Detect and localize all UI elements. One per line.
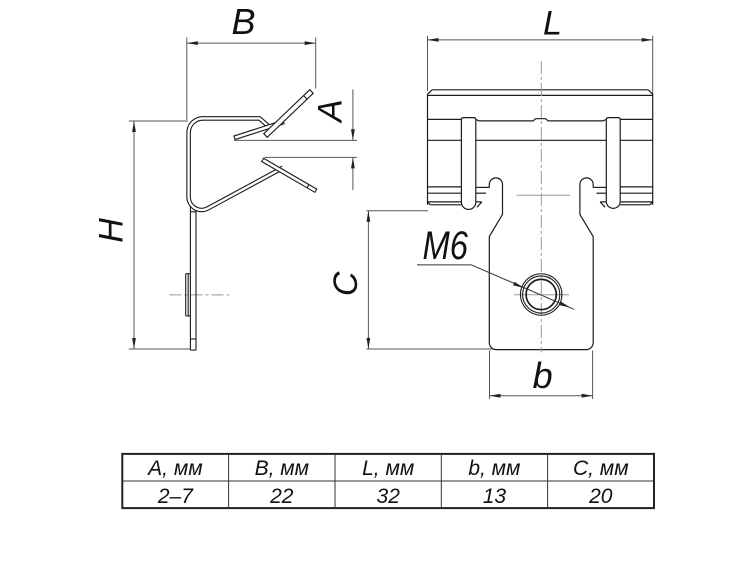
svg-text:b: b: [533, 355, 553, 396]
svg-text:L, мм: L, мм: [362, 457, 414, 480]
svg-text:22: 22: [269, 485, 294, 508]
svg-text:A, мм: A, мм: [146, 457, 202, 480]
svg-text:M6: M6: [423, 223, 469, 268]
svg-text:20: 20: [588, 485, 613, 508]
svg-text:b, мм: b, мм: [468, 457, 520, 480]
svg-text:B, мм: B, мм: [255, 457, 309, 480]
svg-text:L: L: [543, 5, 562, 43]
svg-text:C, мм: C, мм: [573, 457, 629, 480]
svg-text:13: 13: [483, 485, 507, 508]
svg-text:32: 32: [377, 485, 401, 508]
svg-text:2–7: 2–7: [157, 485, 194, 508]
svg-text:B: B: [231, 1, 255, 42]
svg-text:H: H: [93, 218, 131, 243]
svg-text:A: A: [312, 99, 350, 124]
svg-text:C: C: [327, 271, 365, 296]
